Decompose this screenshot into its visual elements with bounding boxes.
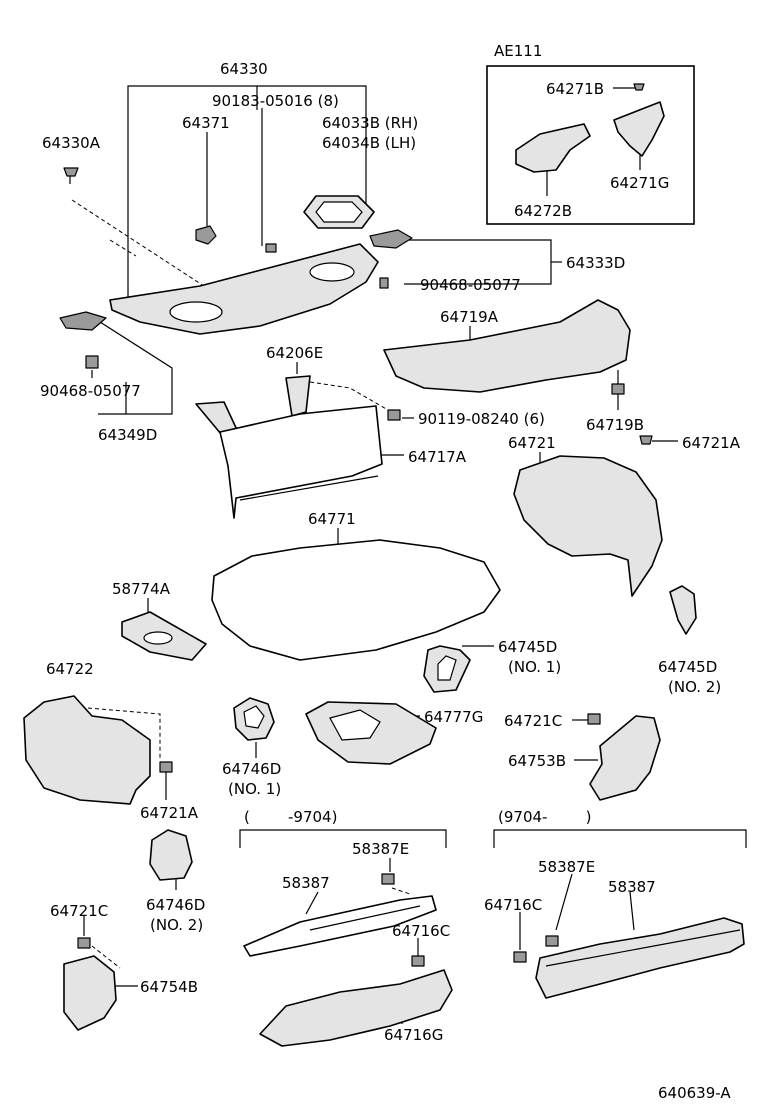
side-trim-64721 bbox=[513, 455, 663, 597]
label-90468-b: 90468-05077 bbox=[40, 382, 141, 400]
label-64719b: 64719B bbox=[586, 416, 644, 434]
label-58387-left: 58387 bbox=[282, 874, 330, 892]
figure-code: 640639-A bbox=[658, 1084, 731, 1102]
clip-90468-b bbox=[85, 355, 99, 369]
clip-64721c-right bbox=[587, 713, 601, 725]
label-64349d: 64349D bbox=[98, 426, 157, 444]
clip-64719b bbox=[611, 383, 625, 395]
floor-mat-64771 bbox=[211, 539, 501, 661]
label-64271b: 64271B bbox=[546, 80, 604, 98]
label-64717a: 64717A bbox=[408, 448, 467, 466]
label-64719a: 64719A bbox=[440, 308, 499, 326]
label-64721a-bottom: 64721A bbox=[140, 804, 199, 822]
label-64033b: 64033B (RH) bbox=[322, 114, 418, 132]
clip-58387e-right bbox=[545, 935, 559, 947]
clip-64716c-left bbox=[513, 951, 527, 963]
clip-64330a bbox=[63, 167, 79, 184]
leader-lines bbox=[71, 65, 747, 1024]
front-cover-64717a bbox=[219, 405, 383, 519]
label-64721a-top: 64721A bbox=[682, 434, 741, 452]
clip-58387e-left bbox=[381, 873, 395, 885]
label-64745d-no2: 64745D bbox=[658, 658, 717, 676]
label-64721c-left: 64721C bbox=[50, 902, 108, 920]
label-64721c-right: 64721C bbox=[504, 712, 562, 730]
label-64371: 64371 bbox=[182, 114, 230, 132]
label-90119: 90119-08240 (6) bbox=[418, 410, 545, 428]
label-64716c-right-group: 64716C bbox=[392, 922, 450, 940]
label-64271g: 64271G bbox=[610, 174, 669, 192]
label-64771: 64771 bbox=[308, 510, 356, 528]
label-64754b: 64754B bbox=[140, 978, 198, 996]
label-64753b: 64753B bbox=[508, 752, 566, 770]
label-58774a: 58774A bbox=[112, 580, 171, 598]
label-58387e-right: 58387E bbox=[538, 858, 595, 876]
label-64716c-left-group: 64716C bbox=[484, 896, 542, 914]
cover-64716g bbox=[259, 969, 453, 1047]
label-64034b: 64034B (LH) bbox=[322, 134, 416, 152]
label-64746d-no1-sub: (NO. 1) bbox=[228, 780, 281, 798]
label-64721: 64721 bbox=[508, 434, 556, 452]
clip-64716c-right bbox=[411, 955, 425, 967]
label-64206e: 64206E bbox=[266, 344, 323, 362]
label-64272b: 64272B bbox=[514, 202, 572, 220]
bracket-64206e bbox=[285, 375, 311, 417]
label-64746d-no2: 64746D bbox=[146, 896, 205, 914]
label-64746d-no1: 64746D bbox=[222, 760, 281, 778]
clip-64271b bbox=[633, 83, 645, 91]
label-ae111: AE111 bbox=[494, 42, 542, 60]
clip-64721a-top bbox=[639, 435, 653, 445]
label-64333d: 64333D bbox=[566, 254, 625, 272]
label-90183: 90183-05016 (8) bbox=[212, 92, 339, 110]
bracket-64271g bbox=[613, 101, 665, 157]
label-date-range-right: (9704- ) bbox=[498, 808, 591, 826]
label-date-range-left: ( -9704) bbox=[244, 808, 337, 826]
cover-64753b bbox=[589, 715, 661, 801]
label-64722: 64722 bbox=[46, 660, 94, 678]
cover-64746d-no2 bbox=[149, 829, 193, 881]
clip-64721c-left bbox=[77, 937, 91, 949]
label-64330: 64330 bbox=[220, 60, 268, 78]
part-labels: AE111 64330 90183-05016 (8) 64371 64033B… bbox=[40, 42, 741, 1102]
bracket-64272b bbox=[515, 123, 591, 173]
cover-64333d bbox=[369, 229, 413, 249]
cover-64754b bbox=[63, 955, 117, 1031]
scuff-plate-58387-right bbox=[535, 917, 745, 999]
label-64777g: 64777G bbox=[424, 708, 483, 726]
clip-64371 bbox=[195, 225, 217, 245]
clip-90468-a bbox=[379, 277, 389, 289]
label-64745d-no1-sub: (NO. 1) bbox=[508, 658, 561, 676]
part-drawings bbox=[23, 83, 745, 1047]
clip-90183 bbox=[265, 243, 277, 253]
scuff-plate-58387-left bbox=[243, 895, 437, 957]
label-64745d-no1: 64745D bbox=[498, 638, 557, 656]
cover-64349d bbox=[59, 311, 107, 331]
label-58387e-left: 58387E bbox=[352, 840, 409, 858]
speaker-grille-64033b bbox=[303, 195, 375, 229]
label-64746d-no2-sub: (NO. 2) bbox=[150, 916, 203, 934]
cover-64745d-no2 bbox=[669, 585, 697, 635]
clip-64721a-bottom bbox=[159, 761, 173, 773]
side-trim-64722 bbox=[23, 695, 151, 805]
label-90468-a: 90468-05077 bbox=[420, 276, 521, 294]
label-64716g: 64716G bbox=[384, 1026, 443, 1044]
package-tray-64330 bbox=[109, 243, 379, 335]
label-64330a: 64330A bbox=[42, 134, 101, 152]
clip-90119 bbox=[387, 409, 401, 421]
lid-lining-64719a bbox=[383, 299, 631, 393]
label-64745d-no2-sub: (NO. 2) bbox=[668, 678, 721, 696]
label-58387-right: 58387 bbox=[608, 878, 656, 896]
